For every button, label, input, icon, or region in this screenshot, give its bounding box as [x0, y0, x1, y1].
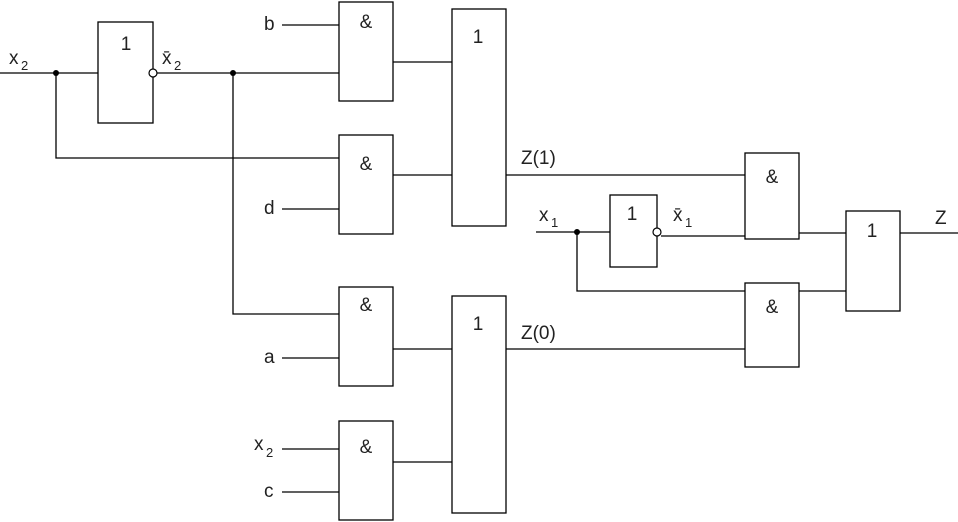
or-gate-2: 1: [451, 295, 507, 514]
label-z: Z: [935, 208, 947, 229]
label-x2-and4: x 2: [254, 434, 273, 460]
label-main: x: [254, 434, 264, 455]
label-sub: 1: [685, 215, 692, 230]
label-z1: Z(1): [521, 148, 556, 169]
label-sub: 2: [266, 445, 273, 460]
and-gate-1: &: [338, 1, 394, 102]
label-x1: x 1: [539, 205, 558, 230]
or-gate-1: 1: [451, 8, 507, 227]
label-x2bar: x̄ 2: [162, 48, 181, 73]
label-sub: 2: [21, 58, 28, 73]
label-main: x: [9, 48, 19, 69]
gate-symbol: 1: [473, 314, 484, 335]
label-main: x̄: [673, 205, 683, 226]
inversion-bubble: [148, 68, 158, 78]
wire-x2bar-branch-and3: [232, 73, 339, 315]
gate-symbol: &: [766, 297, 779, 318]
label-b: b: [264, 14, 275, 35]
gate-symbol: &: [360, 154, 373, 175]
label-sub: 2: [174, 58, 181, 73]
inverter-x1: 1: [609, 194, 662, 268]
wire-x1-branch-and6: [576, 232, 745, 292]
junction-x2: [53, 70, 59, 76]
or-gate-3: 1: [845, 210, 901, 312]
gate-symbol: &: [360, 295, 373, 316]
gate-symbol: 1: [121, 34, 132, 55]
label-x2-input: x 2: [9, 48, 28, 73]
inversion-bubble: [652, 227, 662, 237]
label-a: a: [264, 347, 275, 368]
and-gate-3: &: [338, 286, 394, 387]
junction-x1: [574, 229, 580, 235]
inverter-x2: 1: [97, 21, 158, 124]
wire-x2-branch-and2: [55, 73, 339, 159]
gate-symbol: 1: [867, 221, 878, 242]
and-gate-2: &: [338, 134, 394, 235]
label-main: x: [539, 205, 549, 226]
label-c: c: [264, 481, 274, 502]
wires: [0, 24, 958, 493]
label-sub: 1: [551, 215, 558, 230]
gate-symbol: &: [766, 167, 779, 188]
gate-symbol: &: [360, 12, 373, 33]
label-d: d: [264, 198, 275, 219]
gate-symbol: 1: [473, 27, 484, 48]
label-z0: Z(0): [521, 323, 556, 344]
label-main: x̄: [162, 48, 172, 69]
gate-symbol: 1: [627, 204, 638, 225]
and-gate-6: &: [744, 282, 800, 368]
and-gate-5: &: [744, 152, 800, 240]
label-x1bar: x̄ 1: [673, 205, 692, 230]
junction-x2bar: [230, 70, 236, 76]
and-gate-4: &: [338, 420, 394, 521]
gate-symbol: &: [360, 437, 373, 458]
